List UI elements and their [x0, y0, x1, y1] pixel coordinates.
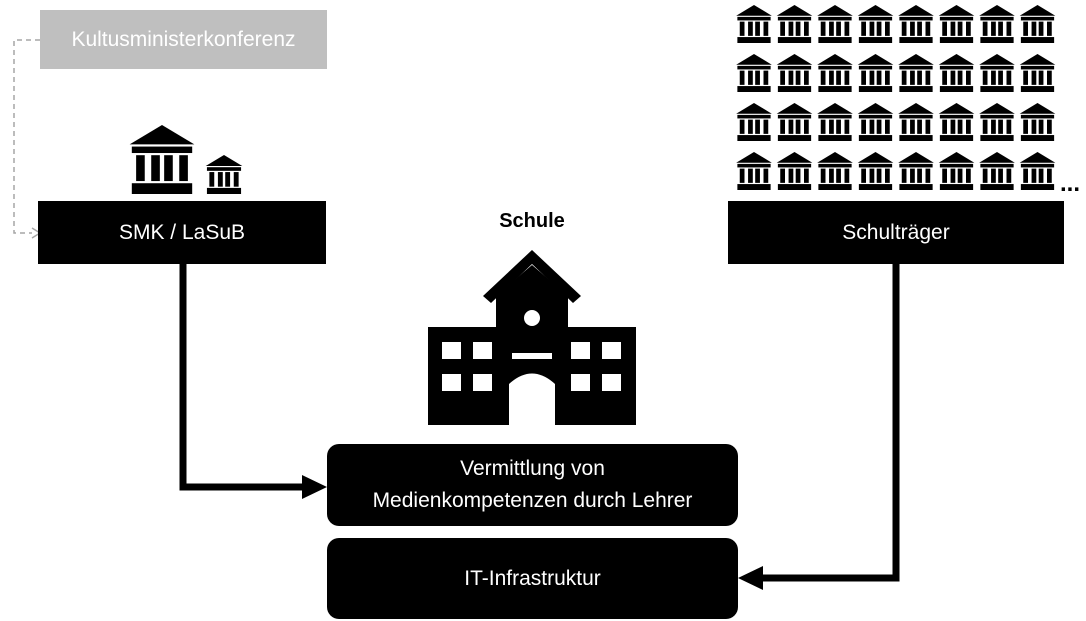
- vermittlung-line1: Vermittlung von: [460, 457, 605, 480]
- bank-icon: [1019, 152, 1056, 190]
- vermittlung-box: Vermittlung von Medienkompetenzen durch …: [327, 444, 738, 526]
- arrow-traeger-to-it: [738, 264, 900, 590]
- bank-icon: [817, 103, 853, 141]
- bank-icon: [736, 152, 772, 190]
- kultusministerkonferenz-box: Kultusministerkonferenz: [40, 10, 327, 69]
- bank-icon: [979, 54, 1015, 92]
- kmk-label: Kultusministerkonferenz: [71, 27, 296, 51]
- bank-icon: [979, 5, 1015, 43]
- bank-icon: [776, 103, 813, 141]
- bank-icon: [205, 155, 243, 194]
- bank-icon: [857, 152, 894, 190]
- bank-icon: [129, 125, 195, 194]
- bank-icon: [979, 152, 1015, 190]
- traeger-label: Schulträger: [842, 220, 950, 244]
- bank-icon: [776, 54, 813, 92]
- school-building-icon: [428, 250, 636, 425]
- bank-icon: [1019, 103, 1056, 141]
- bank-icon: [1019, 5, 1056, 43]
- bank-icon: [736, 103, 772, 141]
- bank-icon: [857, 54, 894, 92]
- dashed-connector: [13, 39, 42, 239]
- bank-icon: [817, 5, 853, 43]
- more-ellipsis: ...: [1060, 170, 1081, 197]
- bank-icon: [776, 152, 813, 190]
- bank-icon: [898, 103, 934, 141]
- bank-icon-grid: [736, 5, 1056, 190]
- bank-icon: [736, 54, 772, 92]
- bank-icon: [938, 152, 975, 190]
- smk-label: SMK / LaSuB: [118, 220, 246, 244]
- bank-icon: [857, 5, 894, 43]
- bank-icon: [938, 103, 975, 141]
- bank-icon: [817, 54, 853, 92]
- bank-icon: [898, 5, 934, 43]
- it-label: IT-Infrastruktur: [464, 566, 601, 590]
- smk-lasub-box: SMK / LaSuB: [38, 201, 326, 264]
- bank-icon: [938, 54, 975, 92]
- bank-icon: [817, 152, 853, 190]
- bank-icon: [857, 103, 894, 141]
- bank-icon: [898, 54, 934, 92]
- arrow-smk-to-vermittlung: [179, 264, 327, 499]
- bank-icon: [776, 5, 813, 43]
- schule-label: Schule: [499, 210, 565, 232]
- vermittlung-line2: Medienkompetenzen durch Lehrer: [372, 489, 693, 512]
- bank-icon: [736, 5, 772, 43]
- bank-icon: [938, 5, 975, 43]
- bank-icon: [1019, 54, 1056, 92]
- it-infrastruktur-box: IT-Infrastruktur: [327, 538, 738, 619]
- schultraeger-box: Schulträger: [728, 201, 1064, 264]
- bank-icon: [979, 103, 1015, 141]
- bank-icon: [898, 152, 934, 190]
